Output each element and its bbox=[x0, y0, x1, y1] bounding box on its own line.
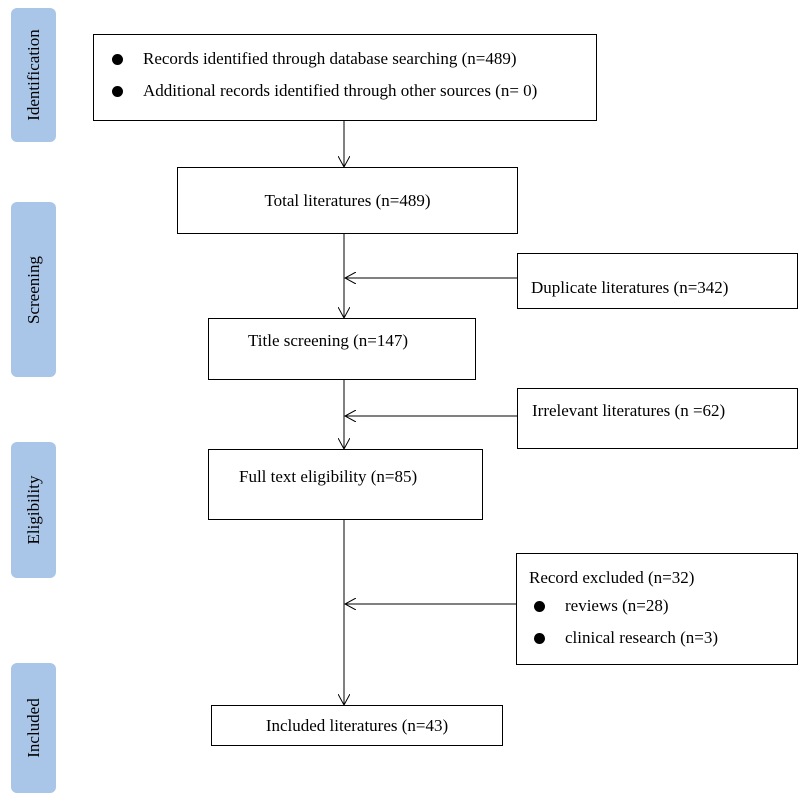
connector-arrows bbox=[8, 121, 517, 798]
bullet-icon bbox=[534, 600, 545, 612]
records-item-label: Additional records identified through ot… bbox=[143, 81, 538, 100]
records-item-label: Records identified through database sear… bbox=[143, 49, 517, 68]
irrelevant-literatures-box: Irrelevant literatures (n =62) bbox=[517, 388, 798, 449]
full-text-eligibility-box: Full text eligibility (n=85) bbox=[208, 449, 483, 520]
records-identified-box: Records identified through database sear… bbox=[93, 34, 597, 121]
included-literatures-box: Included literatures (n=43) bbox=[211, 705, 503, 746]
excluded-item-reviews: reviews (n=28) bbox=[529, 590, 797, 622]
excluded-item-clinical: clinical research (n=3) bbox=[529, 622, 797, 654]
included-literatures-label: Included literatures (n=43) bbox=[265, 715, 449, 735]
excluded-item-label: clinical research (n=3) bbox=[565, 628, 719, 647]
records-item-database: Records identified through database sear… bbox=[112, 43, 596, 75]
phase-included: Included bbox=[11, 663, 56, 793]
total-literatures-box: Total literatures (n=489) bbox=[177, 167, 518, 234]
irrelevant-literatures-label: Irrelevant literatures (n =62) bbox=[532, 401, 726, 420]
bullet-icon bbox=[112, 53, 123, 65]
phase-identification: Identification bbox=[11, 8, 56, 142]
prisma-flow-diagram: Identification Screening Eligibility Inc… bbox=[8, 8, 804, 798]
bullet-icon bbox=[534, 632, 545, 644]
record-excluded-heading: Record excluded (n=32) bbox=[529, 568, 695, 587]
phase-screening: Screening bbox=[11, 202, 56, 377]
excluded-item-label: reviews (n=28) bbox=[565, 596, 669, 615]
records-item-other: Additional records identified through ot… bbox=[112, 75, 596, 107]
bullet-icon bbox=[112, 85, 123, 97]
title-screening-box: Title screening (n=147) bbox=[208, 318, 476, 380]
duplicate-literatures-box: Duplicate literatures (n=342) bbox=[517, 253, 798, 309]
record-excluded-box: Record excluded (n=32) reviews (n=28) cl… bbox=[516, 553, 798, 665]
phase-eligibility: Eligibility bbox=[11, 442, 56, 578]
full-text-eligibility-label: Full text eligibility (n=85) bbox=[239, 467, 418, 486]
title-screening-label: Title screening (n=147) bbox=[248, 331, 409, 350]
duplicate-literatures-label: Duplicate literatures (n=342) bbox=[531, 278, 729, 297]
total-literatures-label: Total literatures (n=489) bbox=[264, 190, 431, 210]
